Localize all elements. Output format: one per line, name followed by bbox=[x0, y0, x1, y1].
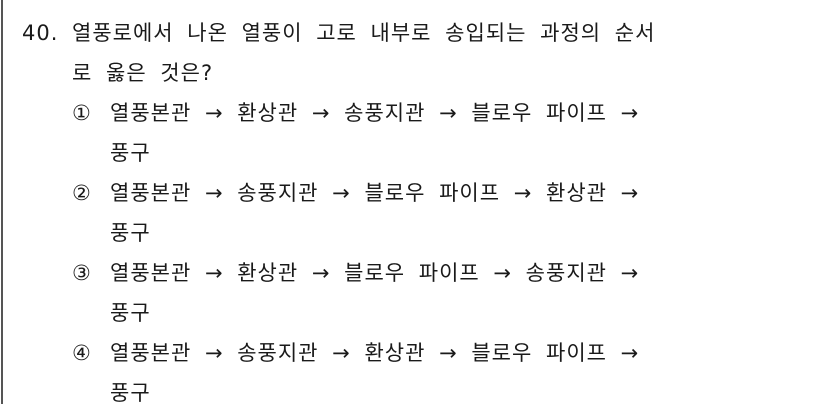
option-marker: ④ bbox=[72, 341, 92, 365]
question-number: 40. bbox=[22, 21, 59, 45]
question-text-line-2: 로 옳은 것은? bbox=[72, 61, 214, 85]
option-marker: ① bbox=[72, 101, 92, 125]
left-border-line bbox=[1, 0, 3, 404]
question-text-line-1: 열풍로에서 나온 열풍이 고로 내부로 송입되는 과정의 순서 bbox=[72, 21, 656, 45]
option-text-line-2: 풍구 bbox=[110, 141, 151, 165]
option-text-line-1: 열풍본관 → 송풍지관 → 환상관 → 블로우 파이프 → bbox=[110, 341, 640, 365]
option-marker: ③ bbox=[72, 261, 92, 285]
option-text-line-2: 풍구 bbox=[110, 381, 151, 405]
option-text-line-1: 열풍본관 → 송풍지관 → 블로우 파이프 → 환상관 → bbox=[110, 181, 640, 205]
option-marker: ② bbox=[72, 181, 92, 205]
option-text-line-1: 열풍본관 → 환상관 → 송풍지관 → 블로우 파이프 → bbox=[110, 101, 640, 125]
option-text-line-2: 풍구 bbox=[110, 301, 151, 325]
option-text-line-2: 풍구 bbox=[110, 221, 151, 245]
option-text-line-1: 열풍본관 → 환상관 → 블로우 파이프 → 송풍지관 → bbox=[110, 261, 640, 285]
